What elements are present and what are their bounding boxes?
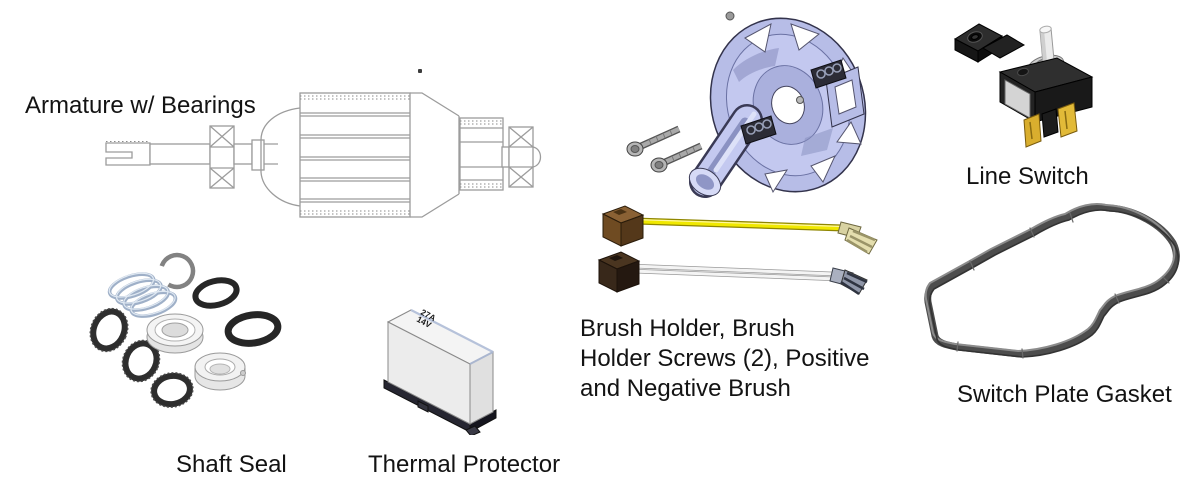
seal-spring: [107, 272, 178, 318]
commutator: [459, 117, 504, 191]
switch-body: [998, 57, 1094, 123]
brush-assembly-label-line2: Holder Screws (2), Positive: [580, 345, 870, 372]
right-bearing: [508, 126, 534, 188]
line-switch-drawing: [953, 23, 1094, 148]
switch-plate-gasket-label: Switch Plate Gasket: [957, 381, 1172, 408]
armature-end-bell: [260, 107, 301, 207]
bearing-tube: [688, 104, 763, 198]
screw-2: [650, 142, 703, 173]
gasket-loop: [924, 203, 1180, 359]
seal-ring-2: [121, 339, 161, 383]
snap-ring: [158, 252, 196, 290]
seal-ring-1: [89, 307, 129, 353]
brush-assembly-label: Brush Holder, Brush Holder Screws (2), P…: [580, 314, 869, 404]
mechanical-seal: [146, 313, 204, 354]
switch-bracket: [953, 23, 1026, 63]
seal-ring-3: [150, 372, 194, 408]
o-ring-small: [192, 277, 240, 309]
armature-drawing: [105, 92, 542, 218]
brush-assembly-label-line1: Brush Holder, Brush: [580, 315, 795, 342]
shaft-fork-end: [105, 142, 151, 166]
lamination-stack: [299, 92, 411, 218]
brush-holder-screws: [626, 125, 703, 173]
protector-box: [383, 309, 497, 435]
thermal-protector-label: Thermal Protector: [368, 451, 561, 478]
seal-collar: [194, 352, 246, 391]
negative-brush: [597, 251, 868, 296]
armature-shaft-and-body: [105, 92, 542, 218]
switch-plate-gasket-drawing: [924, 203, 1180, 359]
holder-screw-center: [796, 96, 804, 104]
brush-assembly-label-line3: and Negative Brush: [580, 375, 791, 402]
screw-1: [626, 125, 681, 157]
stray-dot: [418, 69, 422, 73]
brush-holder: [688, 11, 867, 198]
hatched-edges: [106, 95, 503, 215]
brush-assembly-drawing: [597, 11, 878, 296]
armature-label: Armature w/ Bearings: [25, 92, 256, 119]
protector-rating-text: 27A 14V: [415, 307, 437, 330]
positive-brush: [601, 205, 878, 255]
shaft-seal-drawing: [89, 252, 282, 408]
holder-screw-top: [725, 11, 735, 21]
line-switch-label: Line Switch: [966, 163, 1089, 190]
shaft-seal-label: Shaft Seal: [176, 451, 287, 478]
thermal-protector-drawing: 27A 14V: [383, 307, 497, 435]
carbon-brush-in-holder: [740, 59, 847, 145]
o-ring-large: [224, 311, 282, 347]
switch-terminals: [1023, 102, 1078, 148]
